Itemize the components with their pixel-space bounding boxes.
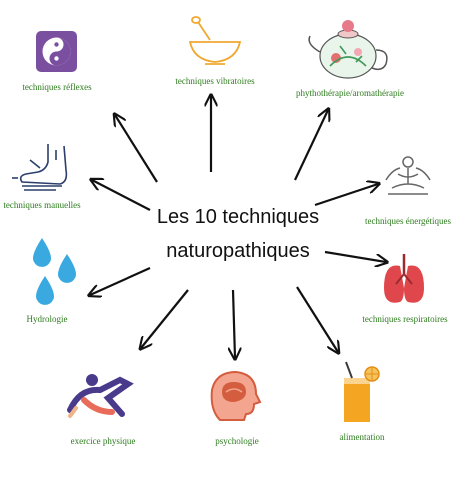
label-respiratoires: techniques respiratoires [362,314,448,324]
teapot-herbs-icon [308,20,388,79]
arrow-to-hydrologie [90,266,151,295]
label-energetiques: techniques énergétiques [364,216,452,226]
arrow-to-manuelles [92,180,151,211]
arrow-to-phyto [294,110,328,181]
label-psychologie: psychologie [215,436,259,446]
arrow-to-exercice [141,289,189,348]
juice-glass-icon [344,361,380,422]
arrow-to-reflexes [115,115,158,183]
label-hydrologie: Hydrologie [26,314,68,324]
label-phyto: phythothérapie/aromathérapie [296,88,404,98]
lungs-icon [384,254,424,303]
arrow-to-alimentation [296,286,338,352]
arrow-to-psychologie [233,289,235,358]
label-vibratoires: techniques vibratoires [175,76,255,86]
yoga-pose-icon [67,374,134,418]
head-brain-icon [210,370,262,421]
center-title-line2: naturopathiques [166,240,310,262]
mortar-pestle-icon [188,16,242,65]
yin-yang-icon [36,31,77,72]
label-alimentation: alimentation [339,432,385,442]
center-title: Les 10 techniques naturopathiques [120,200,356,268]
arrow-to-energetiques [314,184,378,207]
center-title-line1: Les 10 techniques [156,206,320,228]
water-drops-icon [33,238,76,305]
arrow-to-respiratoires [324,250,386,262]
label-manuelles: techniques manuelles [3,200,81,210]
label-reflexes: techniques réflexes [22,82,92,92]
meditation-icon [385,156,431,195]
label-exercice: exercice physique [70,436,136,446]
foot-icon [12,144,68,191]
